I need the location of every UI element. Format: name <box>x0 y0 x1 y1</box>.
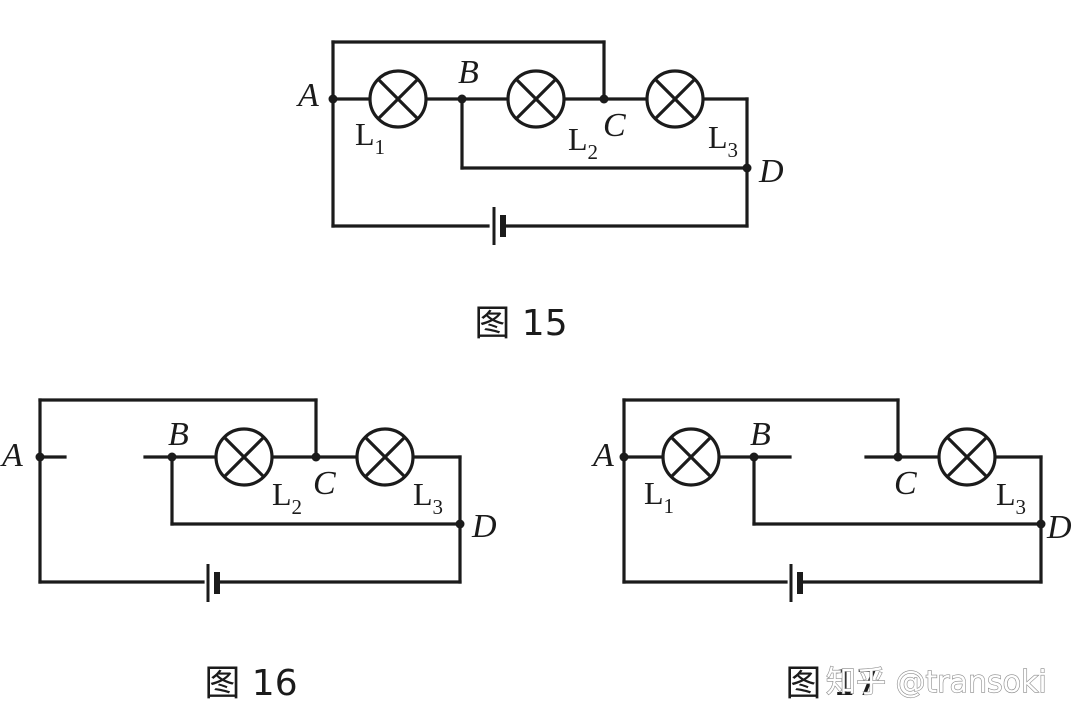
figure-16-lamp-l3 <box>355 427 415 487</box>
figure-15-lamp-l1-label: L1 <box>355 116 385 159</box>
figure-17-node-d <box>1036 519 1046 529</box>
figure-15-circuit: A B C D L1 L2 L3 图 15 <box>296 40 784 344</box>
figure-16-point-a: A <box>0 437 23 474</box>
figure-15-node-b <box>457 94 467 104</box>
figure-15-node-c <box>599 94 609 104</box>
figure-15-point-a: A <box>296 77 319 114</box>
figure-16-point-d: D <box>471 508 497 545</box>
figure-16-node-b <box>167 452 177 462</box>
figure-15-lamp-l1 <box>368 69 428 129</box>
figure-16-lamp-l3-label: L3 <box>413 476 443 519</box>
figure-16-caption: 图 16 <box>204 663 297 704</box>
figure-15-node-d <box>742 163 752 173</box>
figure-16-node-d <box>455 519 465 529</box>
figure-16-circuit: A B C D L2 L3 图 16 <box>0 398 497 704</box>
figure-15-caption: 图 15 <box>474 303 567 344</box>
watermark-text: 知乎 @transoki <box>826 665 1047 700</box>
figure-16-lamp-l2 <box>214 427 274 487</box>
figure-17-node-c <box>893 452 903 462</box>
figure-16-node-a <box>35 452 45 462</box>
figure-16-node-c <box>311 452 321 462</box>
figure-17-lamp-l1-label: L1 <box>644 475 674 518</box>
figure-17-node-b <box>749 452 759 462</box>
figure-17-wires <box>622 398 1043 584</box>
figure-15-node-a <box>328 94 338 104</box>
figure-17-point-a: A <box>591 437 614 474</box>
figure-17-point-d: D <box>1046 509 1072 546</box>
figure-15-lamp-l2-label: L2 <box>568 121 598 164</box>
figure-17-battery <box>789 564 803 602</box>
figure-17-point-c: C <box>894 465 917 502</box>
figure-15-battery <box>492 207 506 245</box>
figure-17-circuit: A B C D L1 L3 图 17 <box>591 398 1072 704</box>
figure-17-caption: 图 17 <box>785 663 878 704</box>
figure-17-node-a <box>619 452 629 462</box>
figure-17-lamp-l3 <box>937 427 997 487</box>
figure-15-point-b: B <box>458 54 479 91</box>
figure-17-lamp-l1 <box>661 427 721 487</box>
figure-16-battery <box>206 564 220 602</box>
figure-16-wires <box>38 398 462 584</box>
figure-16-point-b: B <box>168 416 189 453</box>
figure-16-lamp-l2-label: L2 <box>272 476 302 519</box>
figure-15-point-d: D <box>758 153 784 190</box>
figure-15-lamp-l2 <box>506 69 566 129</box>
figure-15-lamp-l3-label: L3 <box>708 119 738 162</box>
figure-15-lamp-l3 <box>645 69 705 129</box>
figure-17-lamp-l3-label: L3 <box>996 476 1026 519</box>
figure-15-point-c: C <box>603 107 626 144</box>
figure-16-point-c: C <box>313 465 336 502</box>
figure-17-point-b: B <box>750 416 771 453</box>
